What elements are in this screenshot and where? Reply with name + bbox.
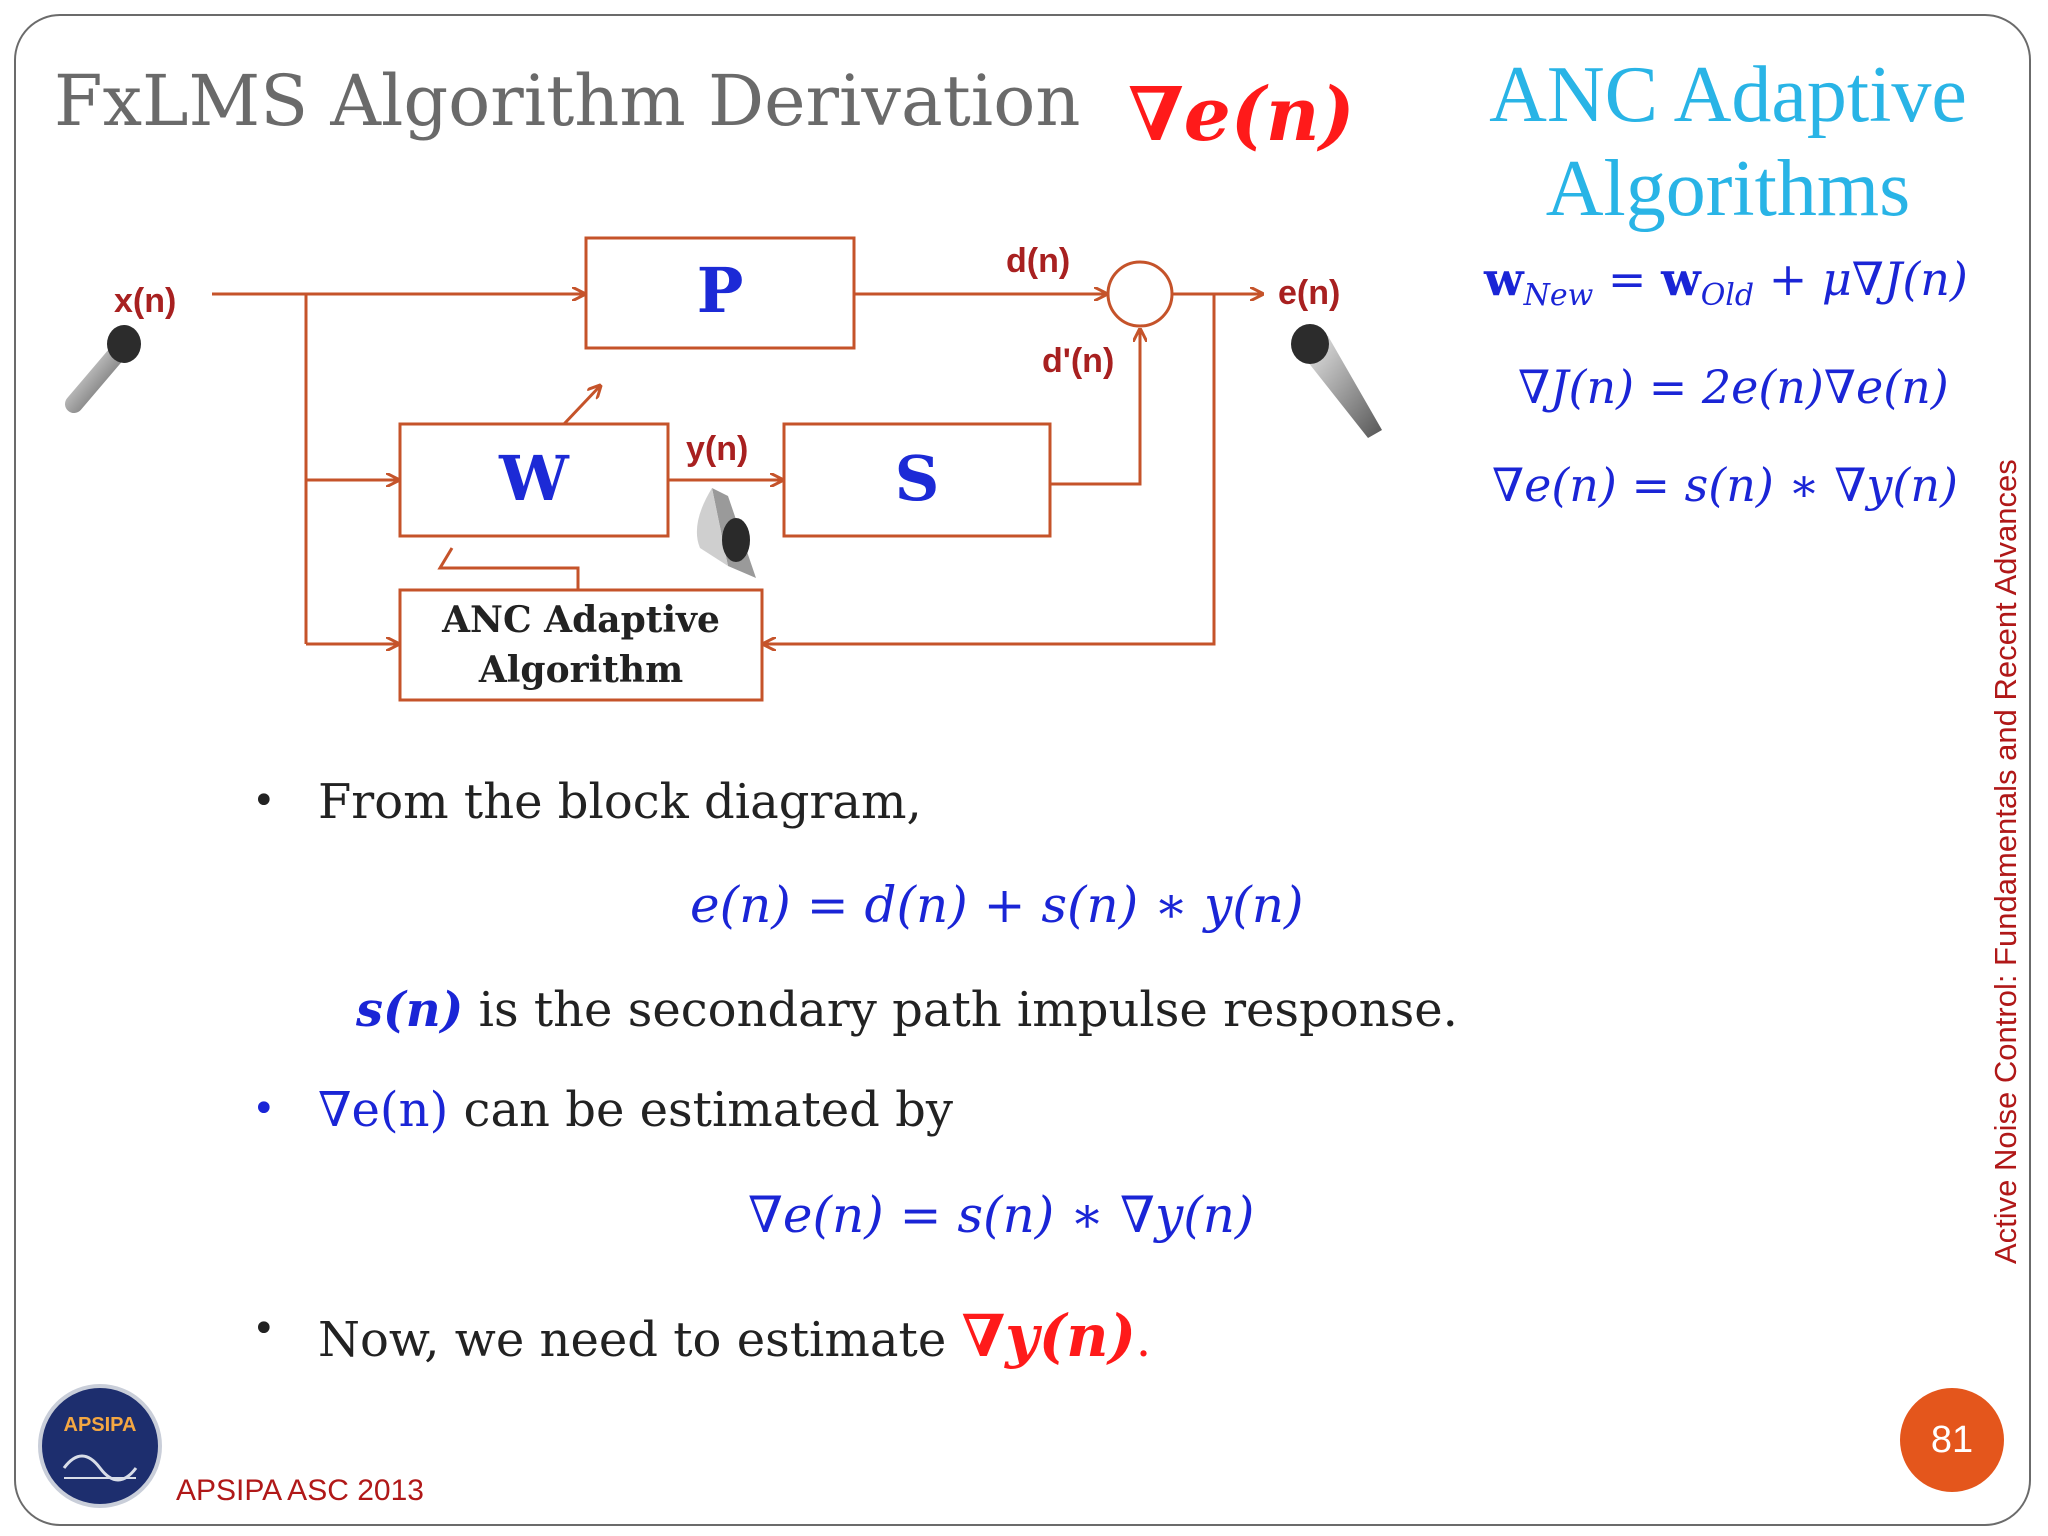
block-alg-label-line2: Algorithm [478,649,683,691]
update-equation: wNew = wOld + μ∇J(n) [1484,252,1968,314]
error-signal-label: e(n) [1278,274,1340,312]
apsipa-logo: APSIPA [38,1384,162,1508]
section-heading-line2: Algorithms [1545,145,1911,233]
logo-wave-icon [62,1454,138,1482]
page-number-badge: 81 [1900,1388,2004,1492]
bullet-3-text: Now, we need to estimate ∇y(n). [318,1302,1152,1370]
block-s-label: S [895,442,940,515]
block-w-label: W [498,442,570,515]
gradient-j-equation: ∇J(n) = 2e(n)∇e(n) [1518,360,1949,414]
bullet-marker: • [252,1306,276,1352]
slide-title: FxLMS Algorithm Derivation [54,60,1081,142]
desired-signal-label: d(n) [1006,242,1070,280]
gradient-equation: ∇e(n) = s(n) ∗ ∇y(n) [748,1186,1255,1244]
dprime-signal-label: d'(n) [1042,342,1114,380]
output-signal-label: y(n) [686,430,748,468]
section-heading: ANC Adaptive Algorithms [1448,48,2008,236]
bullet-1-text: From the block diagram, [318,774,922,830]
secondary-path-note: s(n) is the secondary path impulse respo… [356,982,1458,1038]
block-p-label: P [697,254,744,327]
bullet-marker: • [252,1086,276,1132]
input-signal-label: x(n) [114,282,176,320]
gradient-e-equation: ∇e(n) = s(n) ∗ ∇y(n) [1492,458,1958,512]
block-alg-label-line1: ANC Adaptive [441,599,720,641]
title-gradient-symbol: ∇e(n) [1128,72,1355,158]
input-microphone-icon [65,325,141,413]
bullet-marker: • [252,778,276,824]
footer-conference: APSIPA ASC 2013 [176,1474,424,1507]
slide-frame [14,14,2031,1526]
summing-junction [1106,260,1174,328]
block-s [782,422,1052,538]
error-microphone-icon [1291,324,1382,438]
error-equation: e(n) = d(n) + s(n) ∗ y(n) [690,876,1304,934]
signal-wires [212,294,1262,644]
bullet-2-text: ∇e(n) can be estimated by [318,1082,953,1138]
loudspeaker-icon [696,488,756,578]
section-heading-line1: ANC Adaptive [1489,51,1967,139]
